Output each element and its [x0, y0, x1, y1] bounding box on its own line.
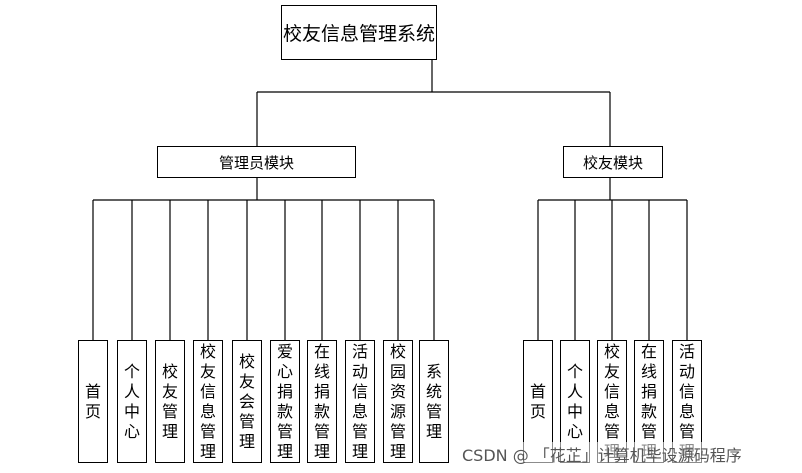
admin-leaf-5: 校友会管理 [232, 340, 262, 463]
module-alumni: 校友模块 [563, 146, 663, 178]
leaf-label: 个人中心 [567, 361, 584, 441]
admin-leaf-4: 校友信息管理 [193, 340, 223, 463]
leaf-label: 爱心捐款管理 [277, 341, 294, 461]
leaf-label: 系统管理 [426, 361, 443, 441]
admin-leaf-10: 系统管理 [419, 340, 449, 463]
leaf-label: 校园资源管理 [390, 341, 407, 461]
leaf-label: 校友管理 [162, 361, 179, 441]
module-alumni-label: 校友模块 [582, 153, 643, 172]
admin-leaf-3: 校友管理 [155, 340, 185, 463]
leaf-label: 校友会管理 [239, 351, 256, 451]
admin-leaf-1: 首页 [78, 340, 108, 463]
module-admin-label: 管理员模块 [218, 153, 294, 172]
admin-leaf-2: 个人中心 [117, 340, 147, 463]
admin-leaf-8: 活动信息管理 [345, 340, 375, 463]
leaf-label: 活动信息管理 [352, 341, 369, 461]
admin-leaf-9: 校园资源管理 [383, 340, 413, 463]
leaf-label: 校友信息管理 [200, 341, 217, 461]
root-label: 校友信息管理系统 [282, 23, 435, 45]
watermark-text: CSDN @ 「花芷」计算机毕设源码程序 [458, 442, 746, 466]
root-node: 校友信息管理系统 [281, 5, 437, 60]
admin-leaf-7: 在线捐款管理 [307, 340, 337, 463]
leaf-label: 首页 [85, 381, 102, 421]
leaf-label: 在线捐款管理 [314, 341, 331, 461]
leaf-label: 个人中心 [124, 361, 141, 441]
module-admin: 管理员模块 [157, 146, 356, 178]
admin-leaf-6: 爱心捐款管理 [270, 340, 300, 463]
leaf-label: 首页 [530, 381, 547, 421]
